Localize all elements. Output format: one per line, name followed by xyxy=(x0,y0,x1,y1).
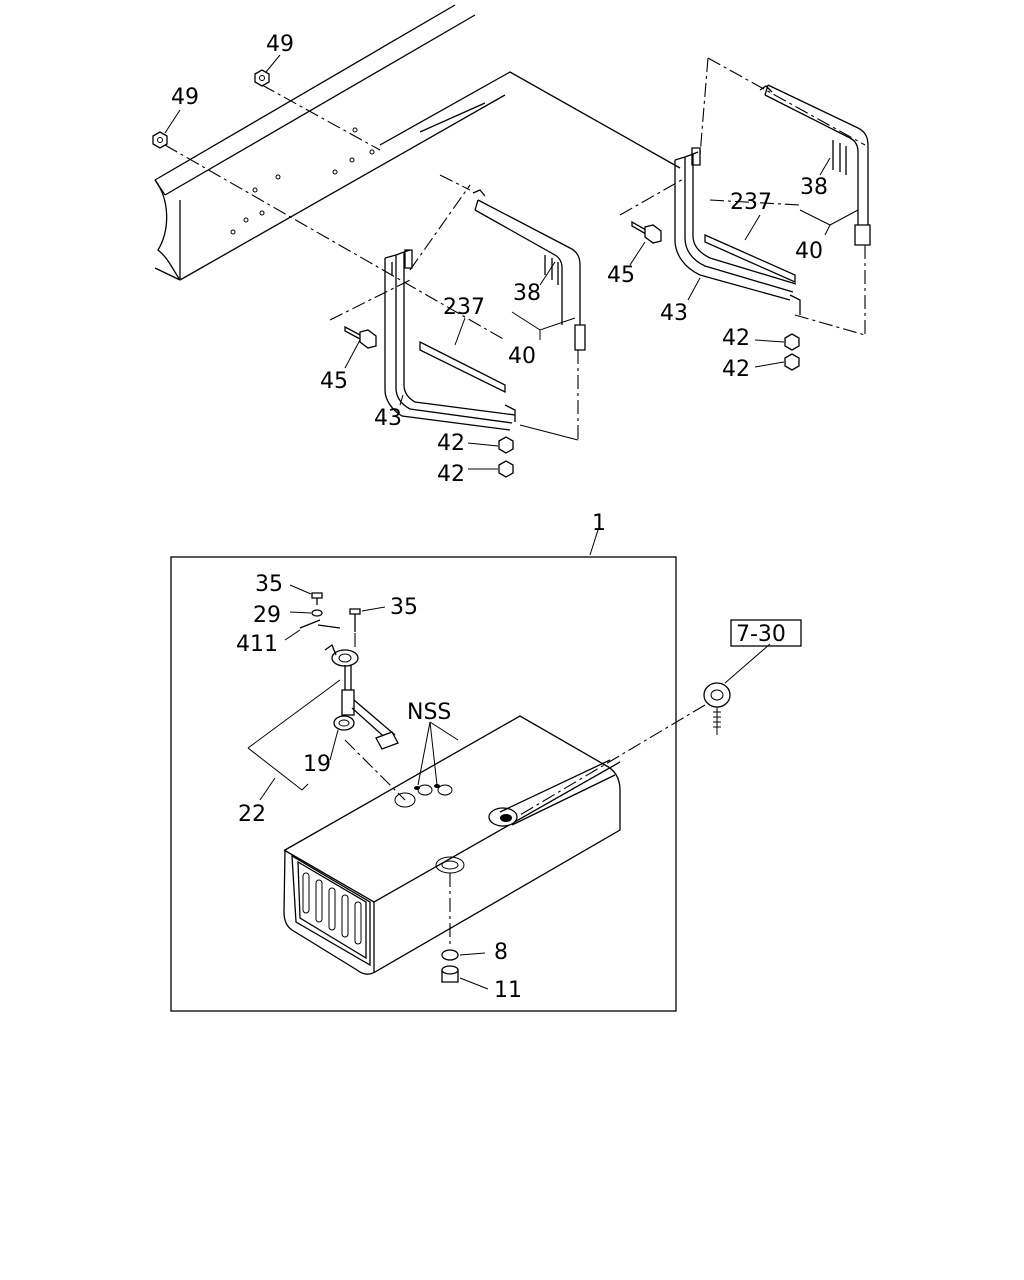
callout-35-right: 35 xyxy=(390,595,418,620)
callout-nss: NSS xyxy=(407,700,451,725)
bolt-45-rear xyxy=(631,220,662,244)
callout-38-rear: 38 xyxy=(800,175,828,200)
nut-42-front-lower xyxy=(498,460,514,478)
upper-leader-lines xyxy=(164,54,859,470)
callout-8: 8 xyxy=(494,940,508,965)
callout-40-rear: 40 xyxy=(795,239,823,264)
tank-end-ribs xyxy=(302,872,362,945)
callout-22: 22 xyxy=(238,802,266,827)
callout-1: 1 xyxy=(592,511,606,536)
callout-19: 19 xyxy=(303,752,331,777)
frame-bolt-holes xyxy=(230,127,375,235)
bolt-45-front xyxy=(344,325,377,349)
filler-cap xyxy=(519,682,731,816)
filler-neck xyxy=(488,759,616,827)
callout-29: 29 xyxy=(253,603,281,628)
nut-49-lower xyxy=(152,131,168,149)
callout-45-rear: 45 xyxy=(607,263,635,288)
callout-42-rear-upper: 42 xyxy=(722,326,750,351)
callout-43-rear: 43 xyxy=(660,301,688,326)
drain-plug xyxy=(441,873,459,983)
reference-label: 7-30 xyxy=(736,622,786,647)
callout-411: 411 xyxy=(236,632,278,657)
front-bracket-assembly xyxy=(329,174,586,478)
callout-42-front-lower: 42 xyxy=(437,462,465,487)
rear-bracket-assembly xyxy=(619,57,871,371)
callout-11: 11 xyxy=(494,978,522,1003)
callout-49-lower: 49 xyxy=(171,85,199,110)
callout-38-front: 38 xyxy=(513,281,541,306)
sender-hole xyxy=(394,792,416,808)
callout-45-front: 45 xyxy=(320,369,348,394)
reference-box-7-30[interactable]: 7-30 xyxy=(730,619,802,647)
callout-237-front: 237 xyxy=(443,295,485,320)
nut-42-rear-upper xyxy=(784,333,800,351)
fuel-gauge-unit xyxy=(299,592,406,801)
nut-49-upper xyxy=(254,69,270,87)
callout-43-front: 43 xyxy=(374,406,402,431)
lower-leader-lines xyxy=(247,584,771,990)
callout-40-front: 40 xyxy=(508,344,536,369)
screw-35-right xyxy=(349,608,361,632)
callout-labels: 49 49 38 237 45 40 43 42 42 38 237 45 40… xyxy=(171,32,828,1003)
frame-rail xyxy=(152,4,681,341)
washer-29 xyxy=(311,609,323,617)
nss-studs xyxy=(414,784,453,796)
callout-49-upper: 49 xyxy=(266,32,294,57)
fuel-tank-box xyxy=(170,529,677,1012)
callout-237-rear: 237 xyxy=(730,190,772,215)
nut-42-rear-lower xyxy=(784,353,800,371)
callout-35-left: 35 xyxy=(255,572,283,597)
callout-42-rear-lower: 42 xyxy=(722,357,750,382)
callout-42-front-upper: 42 xyxy=(437,431,465,456)
nut-42-front-upper xyxy=(498,436,514,454)
screw-35 xyxy=(311,592,323,605)
fuel-tank xyxy=(283,715,621,975)
